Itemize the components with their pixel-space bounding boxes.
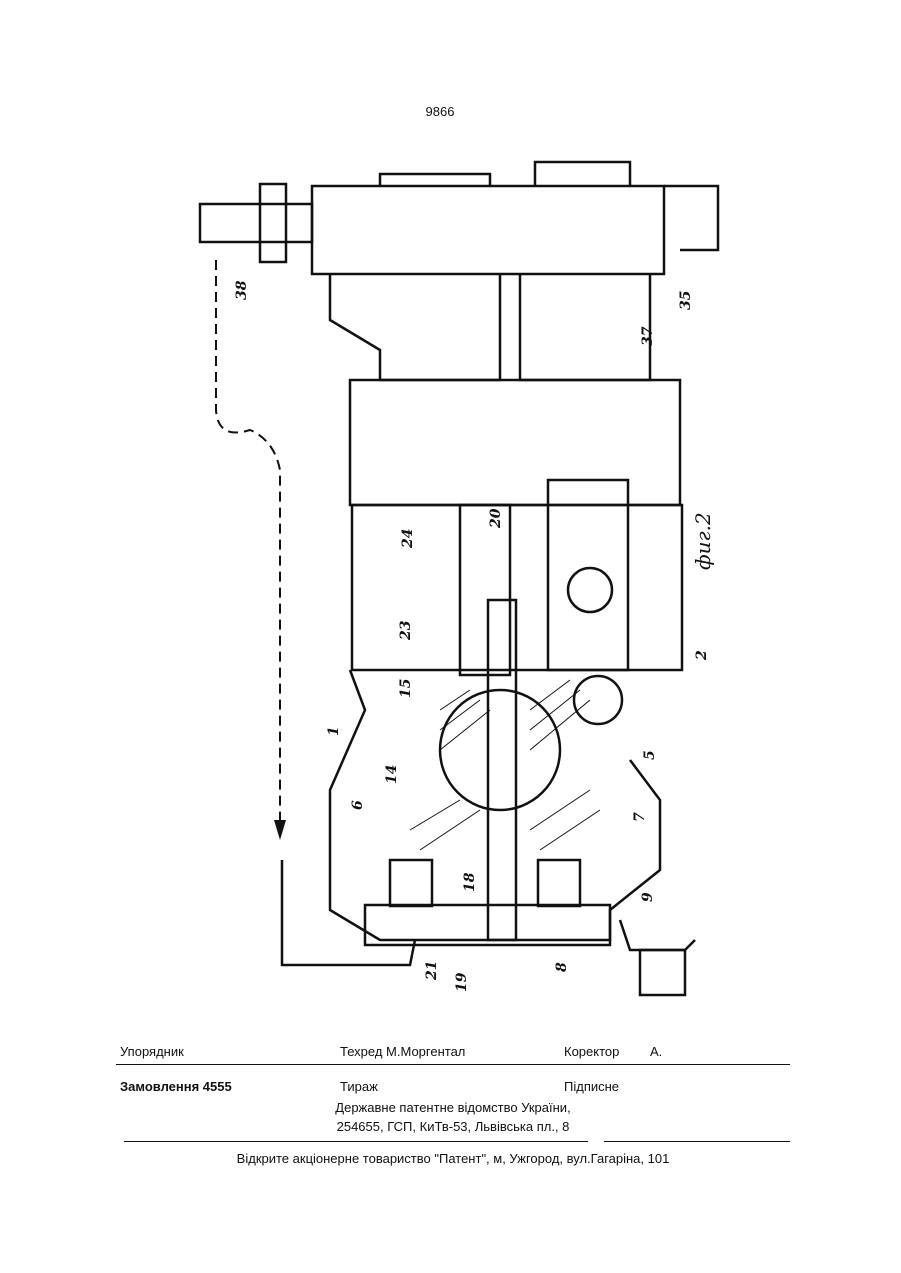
- manifold-dome-right: [535, 162, 630, 186]
- ref-6: 6: [350, 800, 366, 810]
- ref-15: 15: [398, 679, 414, 698]
- bearing-right: [538, 860, 580, 906]
- publisher-footer: Відкрите акціонерне товариство "Патент",…: [116, 1151, 790, 1166]
- order-number: Замовлення 4555: [120, 1079, 232, 1094]
- ref-14: 14: [384, 765, 400, 784]
- ref-20: 20: [488, 508, 504, 529]
- office-line-2: 254655, ГСП, КиТв-53, Львівська пл., 8: [116, 1119, 790, 1134]
- ref-35: 35: [678, 291, 694, 310]
- ref-1: 1: [326, 726, 342, 736]
- drive-shaft: [488, 600, 516, 940]
- ref-7: 7: [632, 812, 648, 822]
- ref-38: 38: [234, 280, 250, 300]
- ref-9: 9: [640, 892, 656, 902]
- ref-21: 21: [424, 961, 440, 981]
- pump-body-right: [520, 274, 650, 380]
- base-flange: [620, 920, 695, 950]
- figure-caption: фиг.2: [691, 512, 715, 570]
- office-line-1: Державне патентне відомство України,: [116, 1100, 790, 1115]
- pump-body-left: [330, 274, 500, 380]
- corrector-label: Коректор: [564, 1044, 619, 1059]
- imprint-block: Упорядник Техред М.Моргентал Коректор А.…: [116, 1044, 790, 1099]
- ref-19: 19: [454, 972, 470, 992]
- manifold-housing: [312, 186, 664, 274]
- ball-joint-upper: [568, 568, 612, 612]
- techred: Техред М.Моргентал: [340, 1044, 465, 1059]
- fitting-nut: [260, 184, 286, 262]
- ball-joint-lower: [574, 676, 622, 724]
- patent-drawing: фиг.2 38 35 37 24 20 23 2 15 1 14 5 6 7 …: [190, 150, 750, 1010]
- flow-line: [216, 260, 280, 830]
- divider-bottom-left: [124, 1141, 588, 1142]
- return-pipe: [282, 860, 415, 965]
- swash-hub: [440, 690, 560, 810]
- page-number: 9866: [0, 104, 880, 119]
- ref-8: 8: [554, 962, 570, 972]
- ref-18: 18: [462, 872, 478, 892]
- divider-top: [116, 1064, 790, 1065]
- piston-left: [460, 505, 510, 675]
- corrector-name: А.: [650, 1044, 662, 1059]
- subscription: Підписне: [564, 1079, 619, 1094]
- piston-right: [548, 480, 628, 670]
- manifold-dome-left: [380, 174, 490, 186]
- flow-arrow: [274, 820, 286, 840]
- circulation: Тираж: [340, 1079, 378, 1094]
- ref-24: 24: [400, 529, 416, 549]
- lower-housing: [330, 670, 660, 940]
- divider-bottom-right: [604, 1141, 790, 1142]
- cylinder-block: [350, 380, 680, 505]
- pipe-fitting: [200, 204, 312, 242]
- ref-2: 2: [694, 650, 710, 661]
- manifold-bracket: [664, 186, 718, 250]
- ref-5: 5: [642, 750, 658, 760]
- compiler-label: Упорядник: [120, 1044, 184, 1059]
- ref-37: 37: [640, 326, 656, 346]
- drain-port: [640, 950, 685, 995]
- bearing-left: [390, 860, 432, 906]
- ref-23: 23: [398, 620, 414, 641]
